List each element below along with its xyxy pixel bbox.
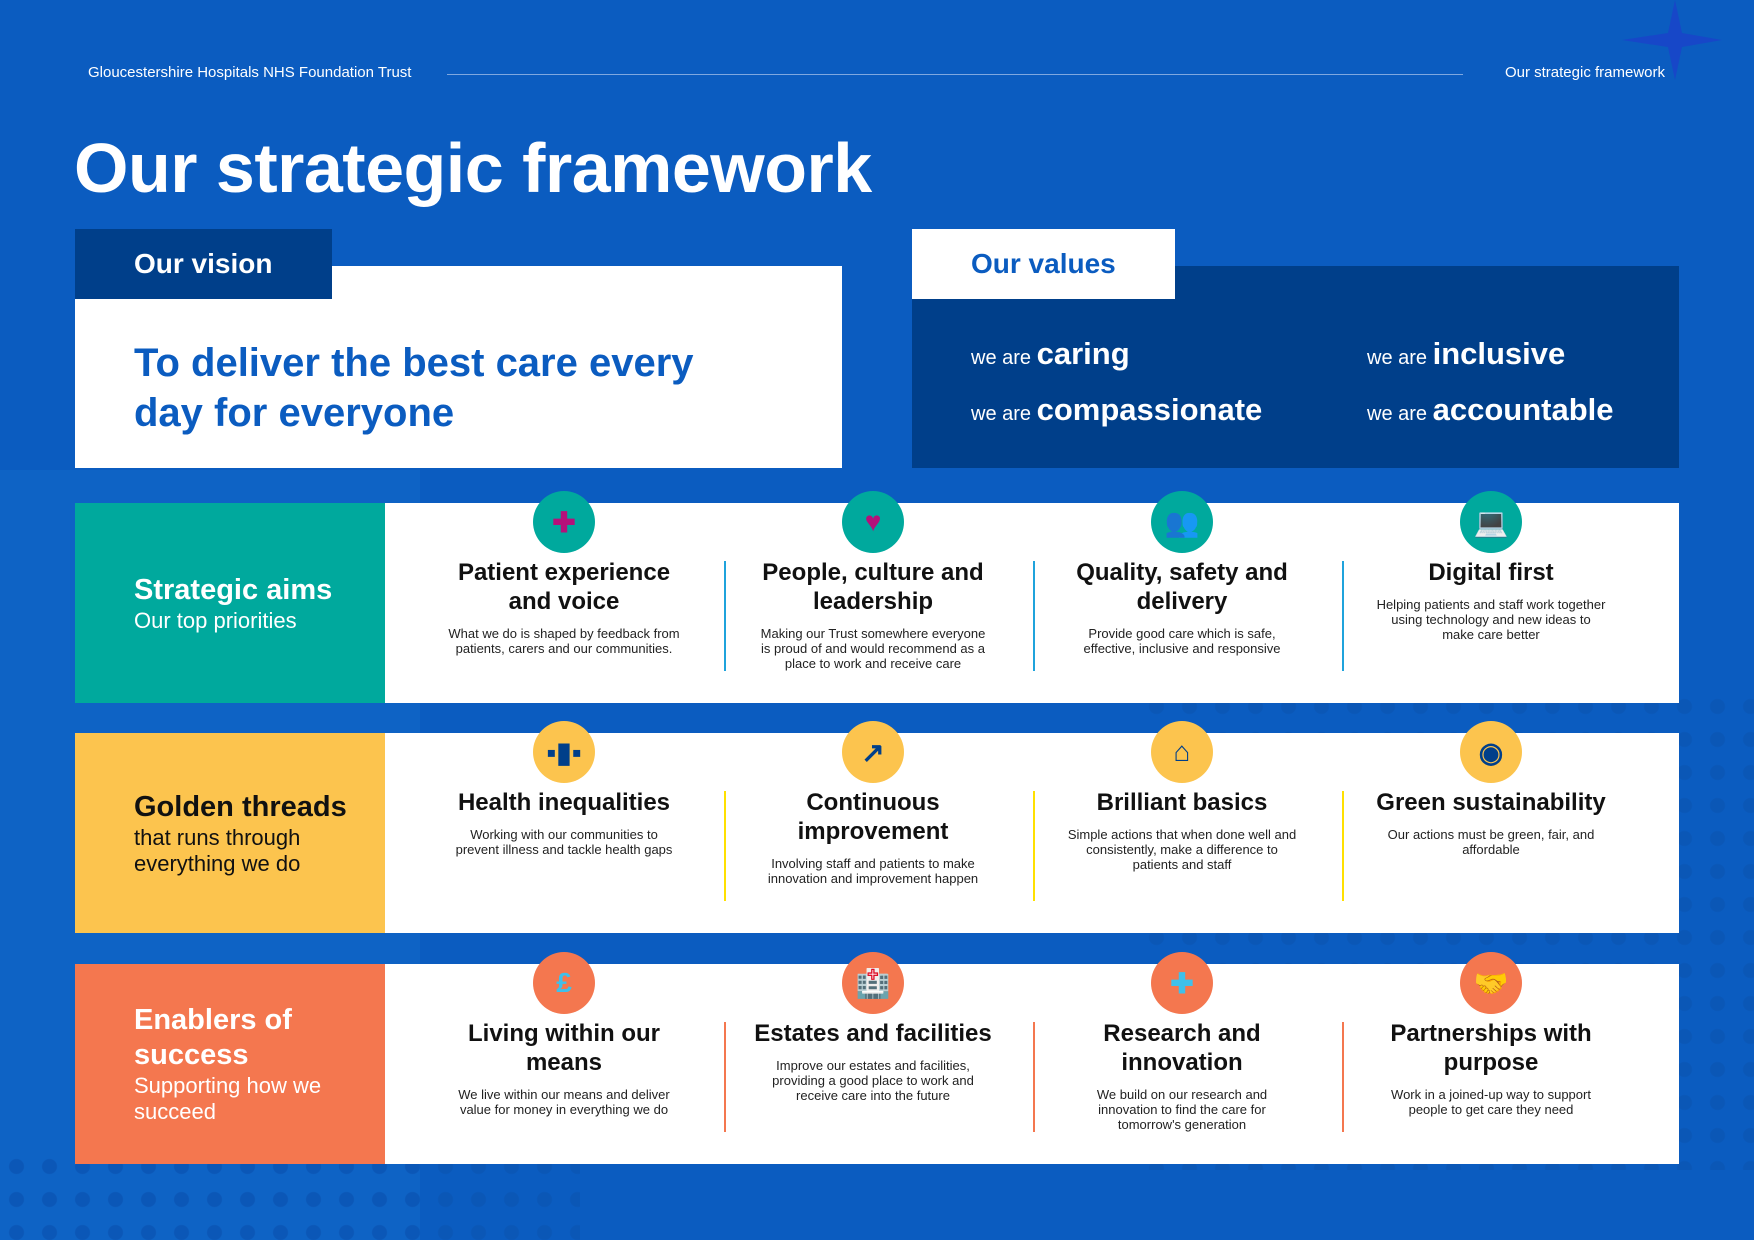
background-dots xyxy=(0,1150,580,1240)
value-prefix: we are xyxy=(1367,347,1428,369)
strategic-aims-row: Strategic aims Our top priorities ✚ Pati… xyxy=(75,491,1679,703)
item-title: Brilliant basics xyxy=(1096,789,1268,816)
column-divider xyxy=(724,1022,726,1132)
globe-icon: ◉ xyxy=(1460,721,1522,783)
golden-threads-row: Golden threads that runs through everyth… xyxy=(75,721,1679,933)
organisation-name: Gloucestershire Hospitals NHS Foundation… xyxy=(88,64,412,81)
framework-item: £ Living within our means We live within… xyxy=(414,952,714,1164)
people-group-icon: 👥 xyxy=(1151,491,1213,553)
vision-statement: To deliver the best care every day for e… xyxy=(134,341,694,435)
framework-item: ↗ Continuous improvement Involving staff… xyxy=(723,721,1023,933)
item-description: We live within our means and deliver val… xyxy=(458,1087,670,1117)
item-title: Digital first xyxy=(1428,559,1554,586)
row-title: Strategic aims xyxy=(134,573,333,606)
row-title: Enablers of success xyxy=(134,1004,292,1071)
row-label: Golden threads that runs through everyth… xyxy=(75,733,385,933)
column-divider xyxy=(1033,1022,1035,1132)
framework-item: 🏥 Estates and facilities Improve our est… xyxy=(723,952,1023,1164)
value-item: we are accountable xyxy=(1367,392,1613,428)
item-description: Improve our estates and facilities, prov… xyxy=(772,1058,974,1103)
value-word: compassionate xyxy=(1036,392,1263,427)
section-name: Our strategic framework xyxy=(1504,64,1665,81)
item-title: Continuous improvement xyxy=(797,789,949,845)
framework-item: ♥ People, culture and leadership Making … xyxy=(723,491,1023,703)
column-divider xyxy=(1033,791,1035,901)
row-label: Strategic aims Our top priorities xyxy=(75,503,385,703)
page-title: Our strategic framework xyxy=(74,129,872,207)
values-tab: Our values xyxy=(912,229,1175,299)
hospital-icon: 🏥 xyxy=(842,952,904,1014)
bar-chart-plus-icon: ▪▮▪ xyxy=(533,721,595,783)
chat-medical-icon: ✚ xyxy=(533,491,595,553)
column-divider xyxy=(1342,791,1344,901)
row-title: Golden threads xyxy=(134,790,347,823)
item-description: Making our Trust somewhere everyone is p… xyxy=(760,626,986,671)
pound-icon: £ xyxy=(533,952,595,1014)
item-title: Health inequalities xyxy=(457,789,671,816)
framework-item: 👥 Quality, safety and delivery Provide g… xyxy=(1032,491,1332,703)
shield-heart-icon: ♥ xyxy=(842,491,904,553)
item-title: Research and innovation xyxy=(1103,1020,1261,1076)
vision-tab: Our vision xyxy=(75,229,332,299)
row-subtitle: Our top priorities xyxy=(134,607,297,633)
item-description: Work in a joined-up way to support peopl… xyxy=(1391,1087,1591,1117)
column-divider xyxy=(724,561,726,671)
column-divider xyxy=(1033,561,1035,671)
header-divider xyxy=(447,74,1463,75)
value-word: accountable xyxy=(1432,392,1614,427)
item-description: Simple actions that when done well and c… xyxy=(1067,827,1297,872)
research-book-icon: ✚ xyxy=(1151,952,1213,1014)
value-prefix: we are xyxy=(971,347,1032,369)
row-subtitle: that runs through everything we do xyxy=(134,824,301,876)
arrow-dots-icon: ↗ xyxy=(842,721,904,783)
item-description: Provide good care which is safe, effecti… xyxy=(1083,626,1281,656)
item-title: People, culture and leadership xyxy=(762,559,984,615)
framework-item: 🤝 Partnerships with purpose Work in a jo… xyxy=(1341,952,1641,1164)
column-divider xyxy=(1342,561,1344,671)
column-divider xyxy=(724,791,726,901)
value-prefix: we are xyxy=(971,403,1032,425)
framework-item: ⌂ Brilliant basics Simple actions that w… xyxy=(1032,721,1332,933)
framework-item: 💻 Digital first Helping patients and sta… xyxy=(1341,491,1641,703)
item-description: What we do is shaped by feedback from pa… xyxy=(448,626,680,656)
laptop-medical-icon: 💻 xyxy=(1460,491,1522,553)
framework-item: ◉ Green sustainability Our actions must … xyxy=(1341,721,1641,933)
values-panel: we are caring we are inclusive we are co… xyxy=(912,266,1679,468)
item-title: Living within our means xyxy=(468,1020,660,1076)
item-description: Involving staff and patients to make inn… xyxy=(767,856,979,886)
item-title: Patient experience and voice xyxy=(457,559,671,615)
row-label: Enablers of success Supporting how we su… xyxy=(75,964,385,1164)
value-prefix: we are xyxy=(1367,403,1428,425)
item-description: Helping patients and staff work together… xyxy=(1376,597,1606,642)
framework-item: ✚ Patient experience and voice What we d… xyxy=(414,491,714,703)
value-item: we are compassionate xyxy=(971,392,1262,428)
value-word: inclusive xyxy=(1432,336,1566,371)
item-title: Partnerships with purpose xyxy=(1390,1020,1592,1076)
handshake-icon: 🤝 xyxy=(1460,952,1522,1014)
item-description: We build on our research and innovation … xyxy=(1096,1087,1268,1132)
vision-panel: To deliver the best care every day for e… xyxy=(75,266,842,468)
item-title: Green sustainability xyxy=(1376,789,1606,816)
house-check-icon: ⌂ xyxy=(1151,721,1213,783)
row-subtitle: Supporting how we succeed xyxy=(134,1073,322,1124)
framework-item: ▪▮▪ Health inequalities Working with our… xyxy=(414,721,714,933)
item-description: Our actions must be green, fair, and aff… xyxy=(1387,827,1595,857)
value-word: caring xyxy=(1036,336,1130,371)
enablers-of-success-row: Enablers of success Supporting how we su… xyxy=(75,952,1679,1164)
value-item: we are inclusive xyxy=(1367,336,1565,372)
item-description: Working with our communities to prevent … xyxy=(455,827,673,857)
value-item: we are caring xyxy=(971,336,1130,372)
column-divider xyxy=(1342,1022,1344,1132)
item-title: Estates and facilities xyxy=(754,1020,992,1047)
framework-item: ✚ Research and innovation We build on ou… xyxy=(1032,952,1332,1164)
star-decoration-icon xyxy=(1622,0,1722,80)
item-title: Quality, safety and delivery xyxy=(1076,559,1288,615)
